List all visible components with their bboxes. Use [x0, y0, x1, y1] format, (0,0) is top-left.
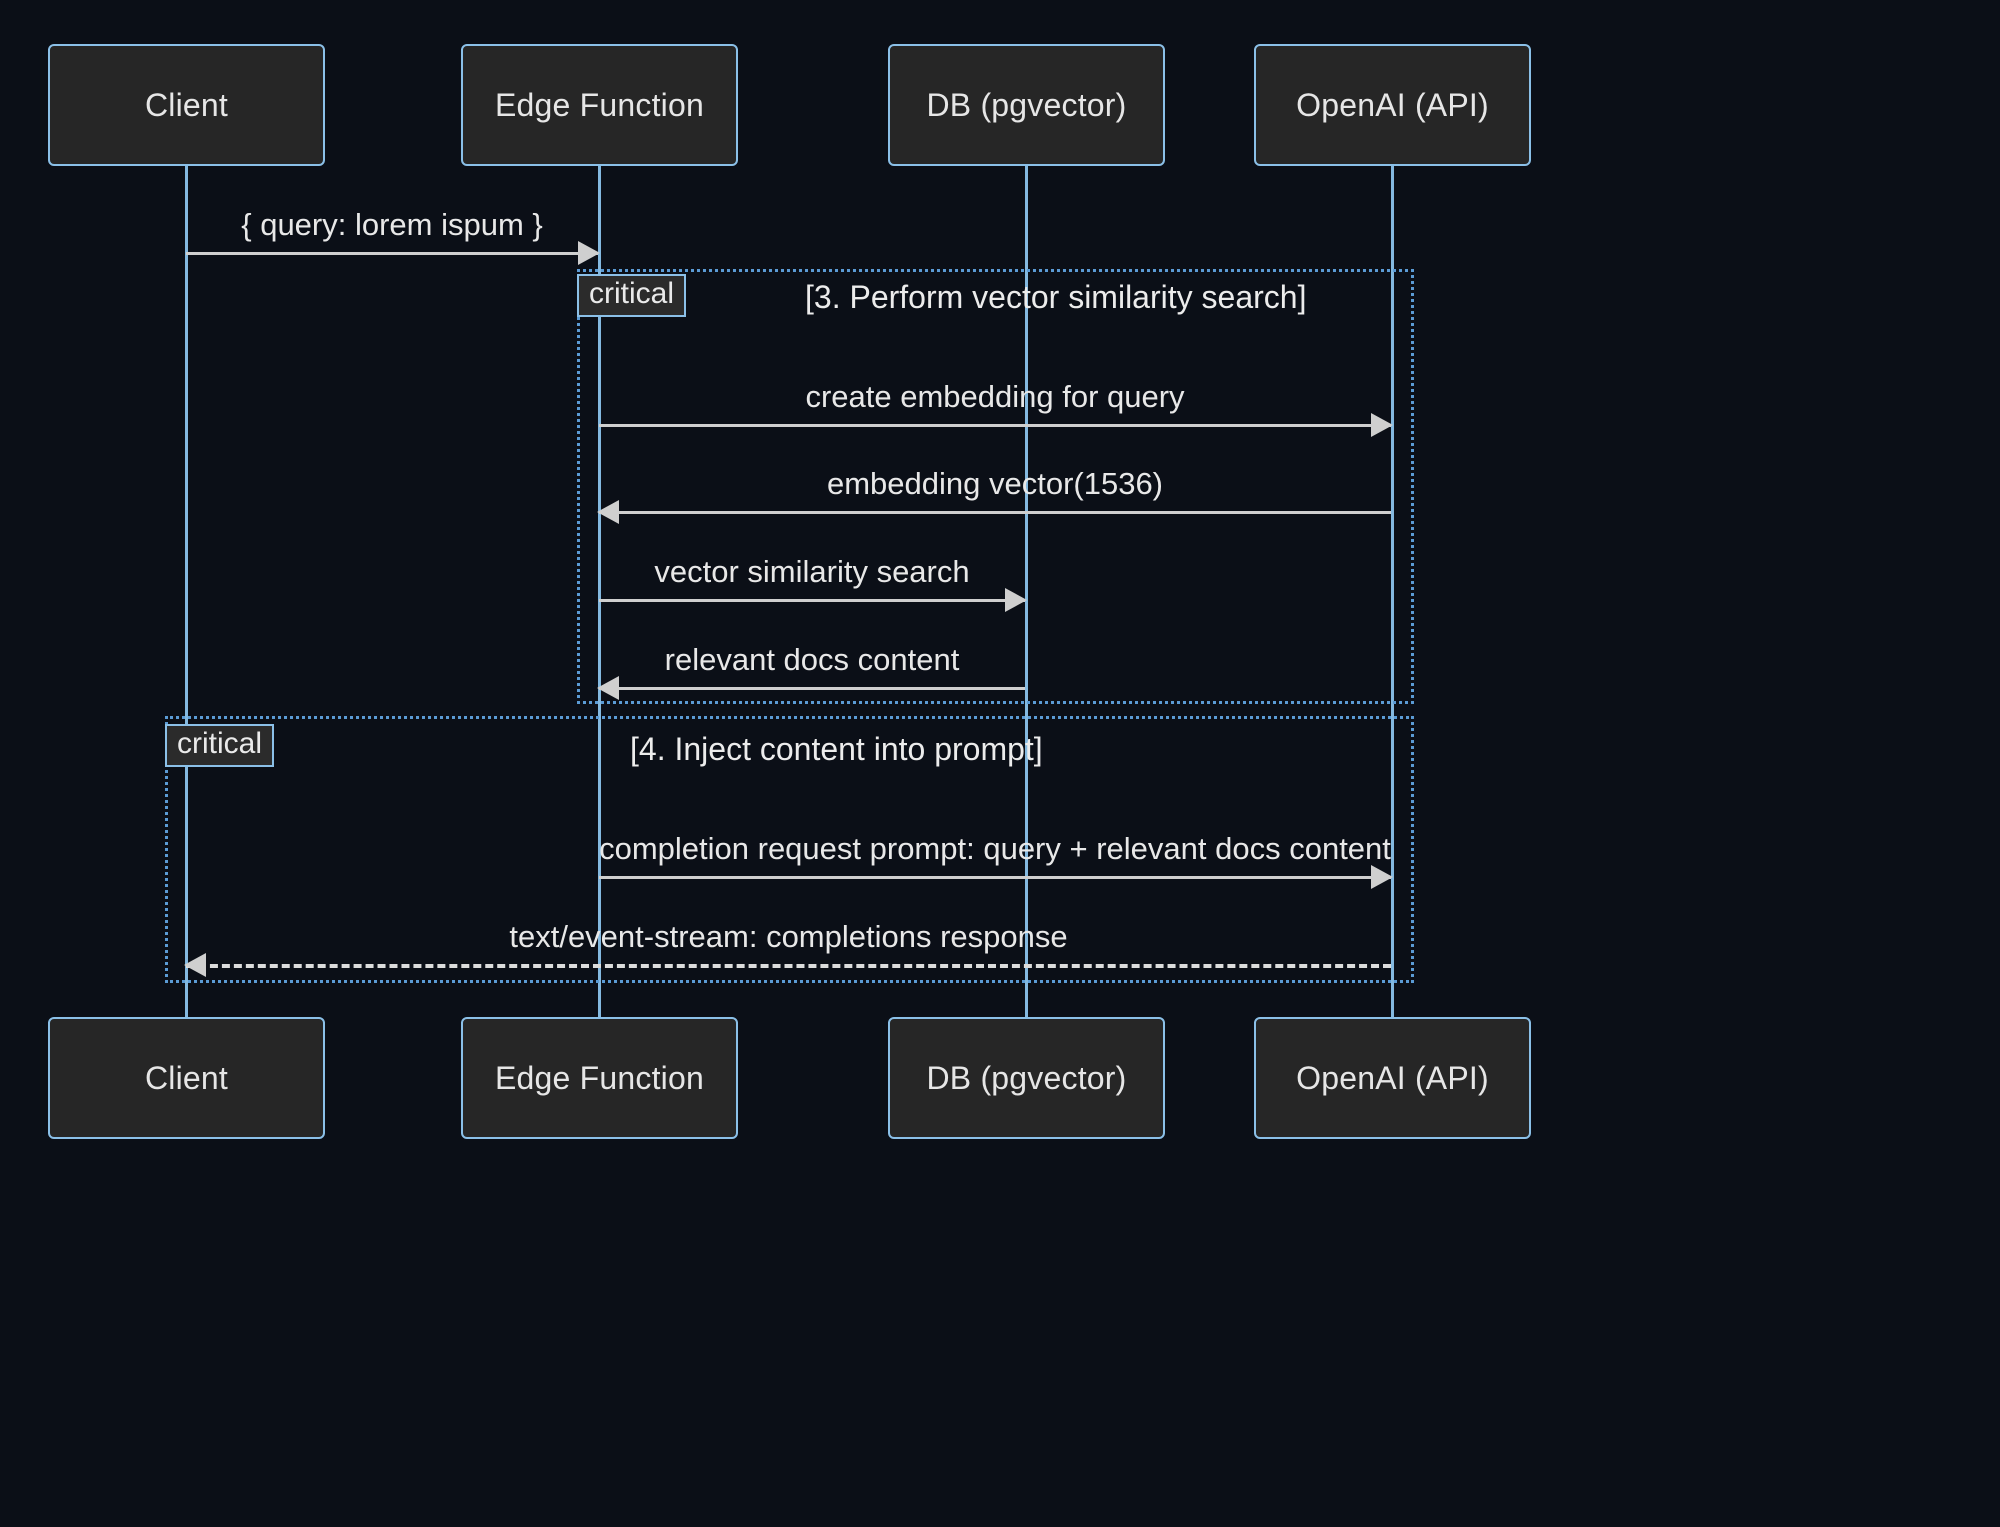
participant-label-db-top: DB (pgvector): [926, 86, 1127, 123]
participant-box-db-top[interactable]: DB (pgvector): [888, 44, 1165, 166]
lifeline-openai: [1391, 166, 1394, 1020]
fragment-title-critical-1: [3. Perform vector similarity search]: [805, 281, 1306, 313]
participant-label-edge-bottom: Edge Function: [495, 1059, 704, 1096]
participant-box-db-bottom[interactable]: DB (pgvector): [888, 1017, 1165, 1139]
participant-label-edge-top: Edge Function: [495, 86, 704, 123]
arrowhead-left-icon-m3: [597, 500, 619, 524]
fragment-title-critical-2: [4. Inject content into prompt]: [630, 733, 1043, 765]
arrowhead-right-icon-m2: [1371, 413, 1393, 437]
message-line-m2: [599, 424, 1391, 427]
message-line-m3: [599, 511, 1391, 514]
fragment-title-text-2: [4. Inject content into prompt]: [630, 731, 1043, 767]
message-label-m3: embedding vector(1536): [826, 466, 1164, 501]
arrowhead-left-icon-m7: [184, 953, 206, 977]
message-label-m1: { query: lorem ispum }: [241, 207, 543, 242]
arrowhead-left-icon-m5: [597, 676, 619, 700]
message-label-m4: vector similarity search: [654, 554, 970, 589]
participant-box-openai-bottom[interactable]: OpenAI (API): [1254, 1017, 1531, 1139]
message-label-m6: completion request prompt: query + relev…: [599, 831, 1391, 866]
fragment-title-text-1: [3. Perform vector similarity search]: [805, 279, 1307, 315]
fragment-keyword-1: critical: [589, 277, 675, 310]
participant-label-openai-bottom: OpenAI (API): [1296, 1059, 1489, 1096]
arrowhead-right-icon-m4: [1005, 588, 1027, 612]
fragment-label-critical-2: critical: [165, 724, 275, 767]
message-label-m7: text/event-stream: completions response: [509, 919, 1068, 954]
arrowhead-right-icon-m1: [578, 241, 600, 265]
message-label-m2: create embedding for query: [805, 379, 1185, 414]
message-line-m4: [599, 599, 1025, 602]
arrowhead-right-icon-m6: [1371, 865, 1393, 889]
participant-box-openai-top[interactable]: OpenAI (API): [1254, 44, 1531, 166]
participant-box-client-bottom[interactable]: Client: [48, 1017, 325, 1139]
participant-box-edge-top[interactable]: Edge Function: [461, 44, 738, 166]
participant-label-client-bottom: Client: [144, 1059, 228, 1096]
lifeline-edge: [598, 166, 601, 1020]
participant-box-edge-bottom[interactable]: Edge Function: [461, 1017, 738, 1139]
participant-label-client-top: Client: [144, 86, 228, 123]
message-line-m5: [599, 687, 1025, 690]
participant-label-openai-top: OpenAI (API): [1296, 86, 1489, 123]
message-line-m1: [186, 252, 598, 255]
fragment-label-critical-1: critical: [577, 274, 687, 317]
message-line-m7: [186, 964, 1391, 968]
lifeline-client: [185, 166, 188, 1020]
fragment-keyword-2: critical: [177, 727, 263, 760]
message-line-m6: [599, 876, 1391, 879]
participant-label-db-bottom: DB (pgvector): [926, 1059, 1127, 1096]
message-label-m5: relevant docs content: [664, 642, 960, 677]
participant-box-client-top[interactable]: Client: [48, 44, 325, 166]
